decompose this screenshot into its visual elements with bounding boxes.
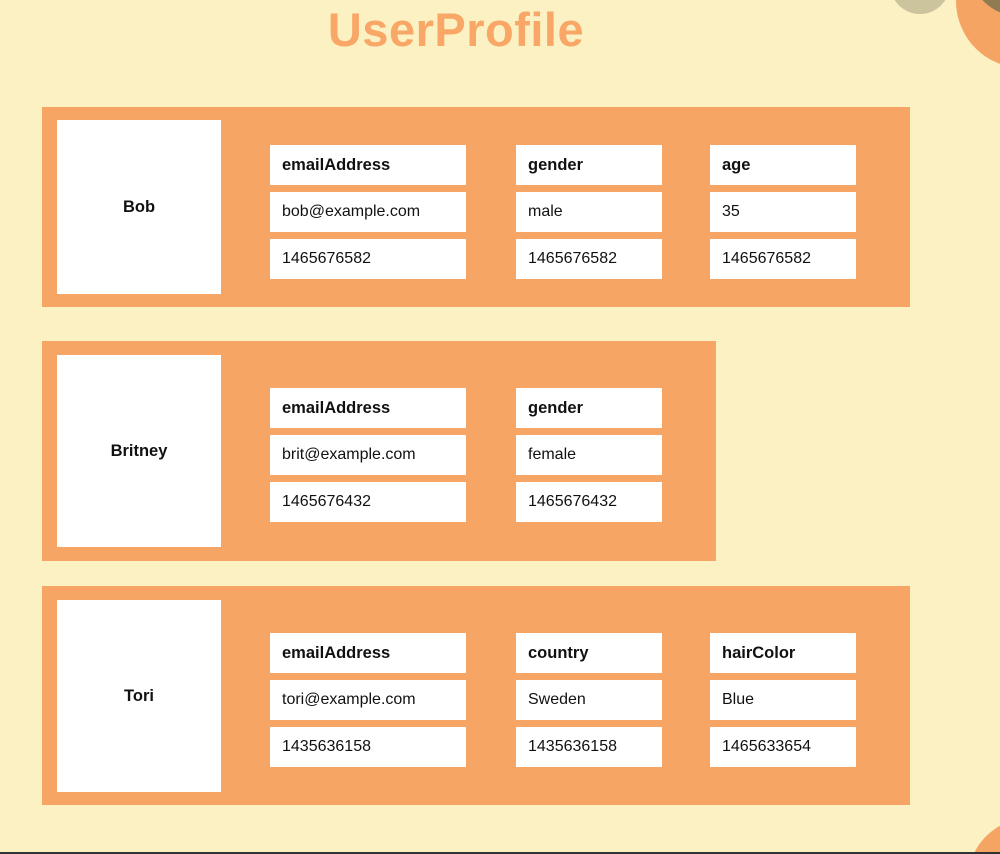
column-name-cell: emailAddress bbox=[270, 633, 466, 673]
diagram-title: UserProfile bbox=[327, 2, 585, 56]
column-value-cell: 35 bbox=[710, 192, 856, 232]
column-value-cell: tori@example.com bbox=[270, 680, 466, 720]
column-name-cell: gender bbox=[516, 388, 662, 428]
column-name-cell: hairColor bbox=[710, 633, 856, 673]
column-value-cell: bob@example.com bbox=[270, 192, 466, 232]
row-key-label: Tori bbox=[124, 686, 154, 705]
column-emailaddress: emailAddress brit@example.com 1465676432 bbox=[270, 388, 466, 522]
column-emailaddress: emailAddress bob@example.com 1465676582 bbox=[270, 145, 466, 279]
column-timestamp-cell: 1465676582 bbox=[516, 239, 662, 279]
column-name-cell: gender bbox=[516, 145, 662, 185]
decoration-orange-circle-bottom-right bbox=[968, 818, 1000, 854]
column-name-cell: emailAddress bbox=[270, 145, 466, 185]
column-timestamp-cell: 1465676432 bbox=[516, 482, 662, 522]
column-age: age 35 1465676582 bbox=[710, 145, 856, 279]
column-timestamp-cell: 1465633654 bbox=[710, 727, 856, 767]
column-name-cell: country bbox=[516, 633, 662, 673]
column-value-cell: male bbox=[516, 192, 662, 232]
column-timestamp-cell: 1465676582 bbox=[710, 239, 856, 279]
row-panel-britney: Britney emailAddress brit@example.com 14… bbox=[42, 341, 716, 561]
decoration-orange-circle-top-right bbox=[956, 0, 1000, 68]
column-haircolor: hairColor Blue 1465633654 bbox=[710, 633, 856, 767]
column-emailaddress: emailAddress tori@example.com 1435636158 bbox=[270, 633, 466, 767]
column-value-cell: Blue bbox=[710, 680, 856, 720]
column-timestamp-cell: 1435636158 bbox=[516, 727, 662, 767]
row-key-label: Britney bbox=[110, 441, 168, 460]
column-name-cell: emailAddress bbox=[270, 388, 466, 428]
column-timestamp-cell: 1435636158 bbox=[270, 727, 466, 767]
row-key-box: Tori bbox=[57, 600, 221, 792]
column-value-cell: brit@example.com bbox=[270, 435, 466, 475]
column-gender: gender male 1465676582 bbox=[516, 145, 662, 279]
row-key-label: Bob bbox=[122, 197, 156, 216]
column-country: country Sweden 1435636158 bbox=[516, 633, 662, 767]
column-timestamp-cell: 1465676432 bbox=[270, 482, 466, 522]
column-name-cell: age bbox=[710, 145, 856, 185]
bottom-edge-line bbox=[0, 852, 1000, 854]
column-value-cell: female bbox=[516, 435, 662, 475]
column-timestamp-cell: 1465676582 bbox=[270, 239, 466, 279]
column-gender: gender female 1465676432 bbox=[516, 388, 662, 522]
row-key-box: Bob bbox=[57, 120, 221, 294]
row-panel-bob: Bob emailAddress bob@example.com 1465676… bbox=[42, 107, 910, 307]
column-value-cell: Sweden bbox=[516, 680, 662, 720]
row-panel-tori: Tori emailAddress tori@example.com 14356… bbox=[42, 586, 910, 805]
row-key-box: Britney bbox=[57, 355, 221, 547]
